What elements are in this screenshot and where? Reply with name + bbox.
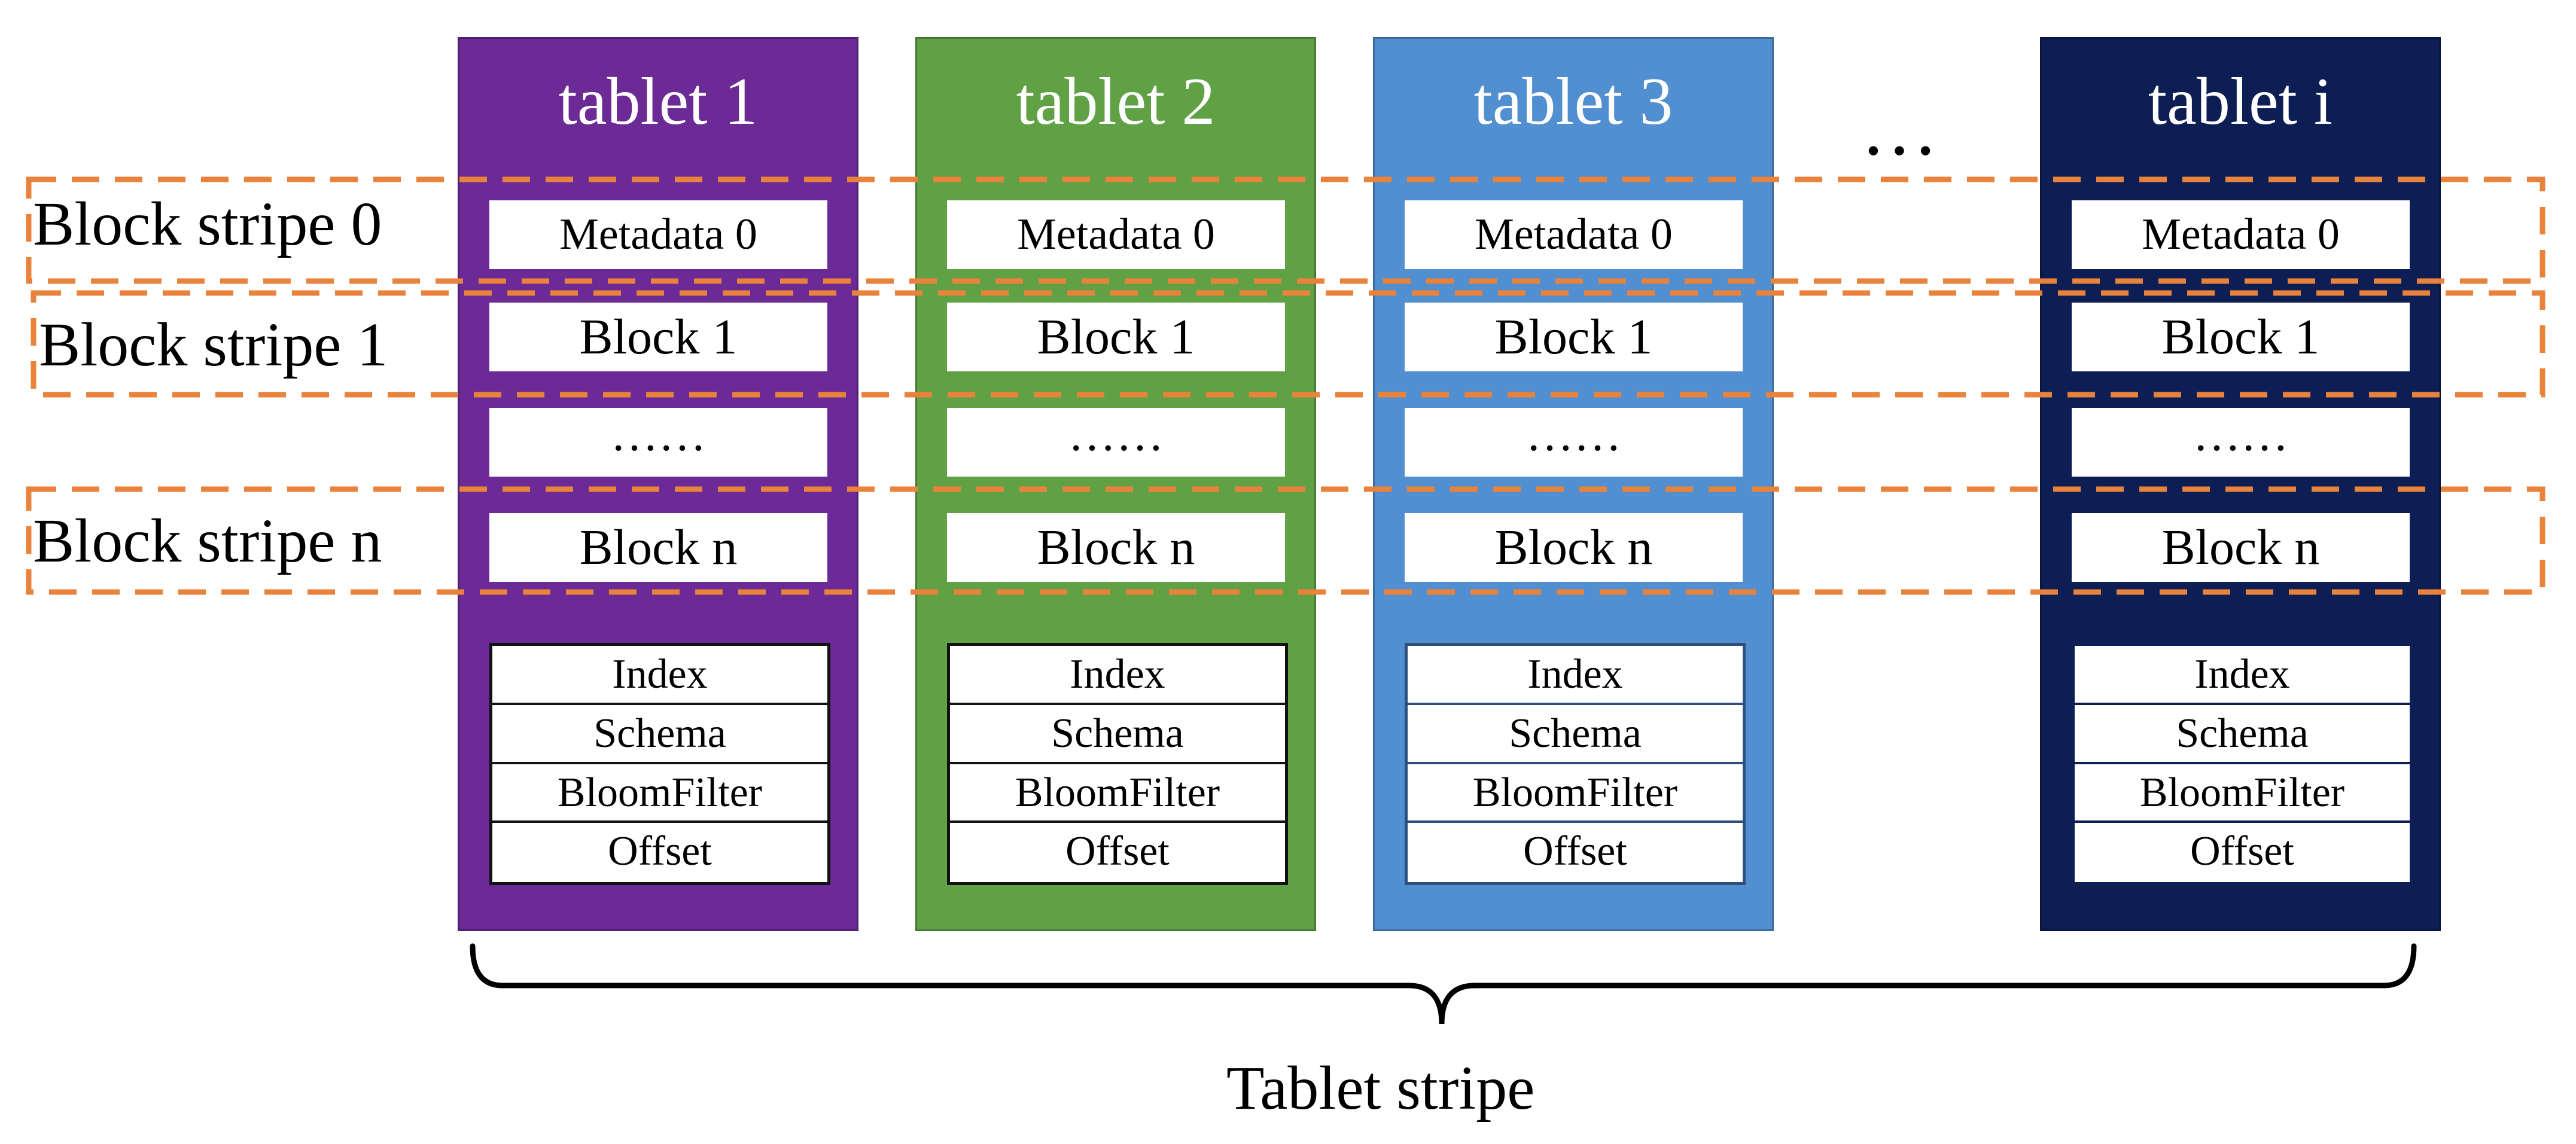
tablet-footer-table: Index Schema BloomFilter Offset: [1405, 643, 1746, 885]
block-stripe-0-outline: [26, 176, 2545, 284]
tablet-title: tablet 1: [558, 65, 758, 139]
block-first-cell: Block 1: [2072, 303, 2410, 371]
tablet-column-1: tablet 1 Metadata 0 Block 1 …… Block n I…: [458, 37, 858, 931]
metadata-cell: Metadata 0: [1405, 200, 1743, 269]
footer-row-offset: Offset: [608, 828, 712, 875]
footer-row-index: Index: [492, 646, 827, 705]
footer-row-offset: Offset: [2190, 828, 2294, 875]
block-last-cell: Block n: [947, 513, 1285, 582]
block-first-cell: Block 1: [489, 303, 827, 371]
tablet-footer-table: Index Schema BloomFilter Offset: [489, 643, 830, 885]
tablet-footer-table: Index Schema BloomFilter Offset: [2072, 643, 2413, 885]
footer-row-offset: Offset: [1523, 828, 1627, 875]
block-stripe-1-outline: [31, 290, 2545, 398]
footer-row-bloomfilter: BloomFilter: [950, 764, 1285, 823]
footer-row-schema: Schema: [492, 705, 827, 764]
footer-row-index: Index: [2075, 646, 2410, 705]
tablet-column-3: tablet 3 Metadata 0 Block 1 …… Block n I…: [1373, 37, 1774, 931]
tablet-stripe-brace: [470, 943, 2417, 1024]
footer-row-schema: Schema: [1408, 705, 1743, 764]
footer-row-index: Index: [950, 646, 1285, 705]
block-last-cell: Block n: [1405, 513, 1743, 582]
footer-row-bloomfilter: BloomFilter: [2075, 764, 2410, 823]
footer-row-schema: Schema: [950, 705, 1285, 764]
block-dots-cell: ……: [2072, 408, 2410, 477]
block-last-cell: Block n: [2072, 513, 2410, 582]
tablet-stripe-label: Tablet stripe: [1226, 1054, 1535, 1122]
metadata-cell: Metadata 0: [2072, 200, 2410, 269]
footer-row-bloomfilter: BloomFilter: [492, 764, 827, 823]
block-dots-cell: ……: [1405, 408, 1743, 477]
block-first-cell: Block 1: [1405, 303, 1743, 371]
more-tablets-ellipsis: …: [1861, 86, 1943, 172]
tablet-title: tablet i: [2148, 65, 2333, 139]
footer-row-bloomfilter: BloomFilter: [1408, 764, 1743, 823]
metadata-cell: Metadata 0: [947, 200, 1285, 269]
block-stripe-1-label: Block stripe 1: [39, 310, 388, 379]
footer-row-offset: Offset: [1065, 828, 1170, 875]
tablet-column-2: tablet 2 Metadata 0 Block 1 …… Block n I…: [915, 37, 1316, 931]
tablet-title: tablet 2: [1016, 65, 1216, 139]
block-dots-cell: ……: [947, 408, 1285, 477]
footer-row-schema: Schema: [2075, 705, 2410, 764]
block-stripe-n-label: Block stripe n: [33, 507, 382, 575]
tablet-title: tablet 3: [1473, 65, 1673, 139]
tablet-column-i: tablet i Metadata 0 Block 1 …… Block n I…: [2040, 37, 2441, 931]
metadata-cell: Metadata 0: [489, 200, 827, 269]
block-dots-cell: ……: [489, 408, 827, 477]
footer-row-index: Index: [1408, 646, 1743, 705]
block-stripe-n-outline: [26, 486, 2545, 595]
block-stripe-0-label: Block stripe 0: [33, 190, 382, 258]
tablet-footer-table: Index Schema BloomFilter Offset: [947, 643, 1288, 885]
block-first-cell: Block 1: [947, 303, 1285, 371]
block-last-cell: Block n: [489, 513, 827, 582]
